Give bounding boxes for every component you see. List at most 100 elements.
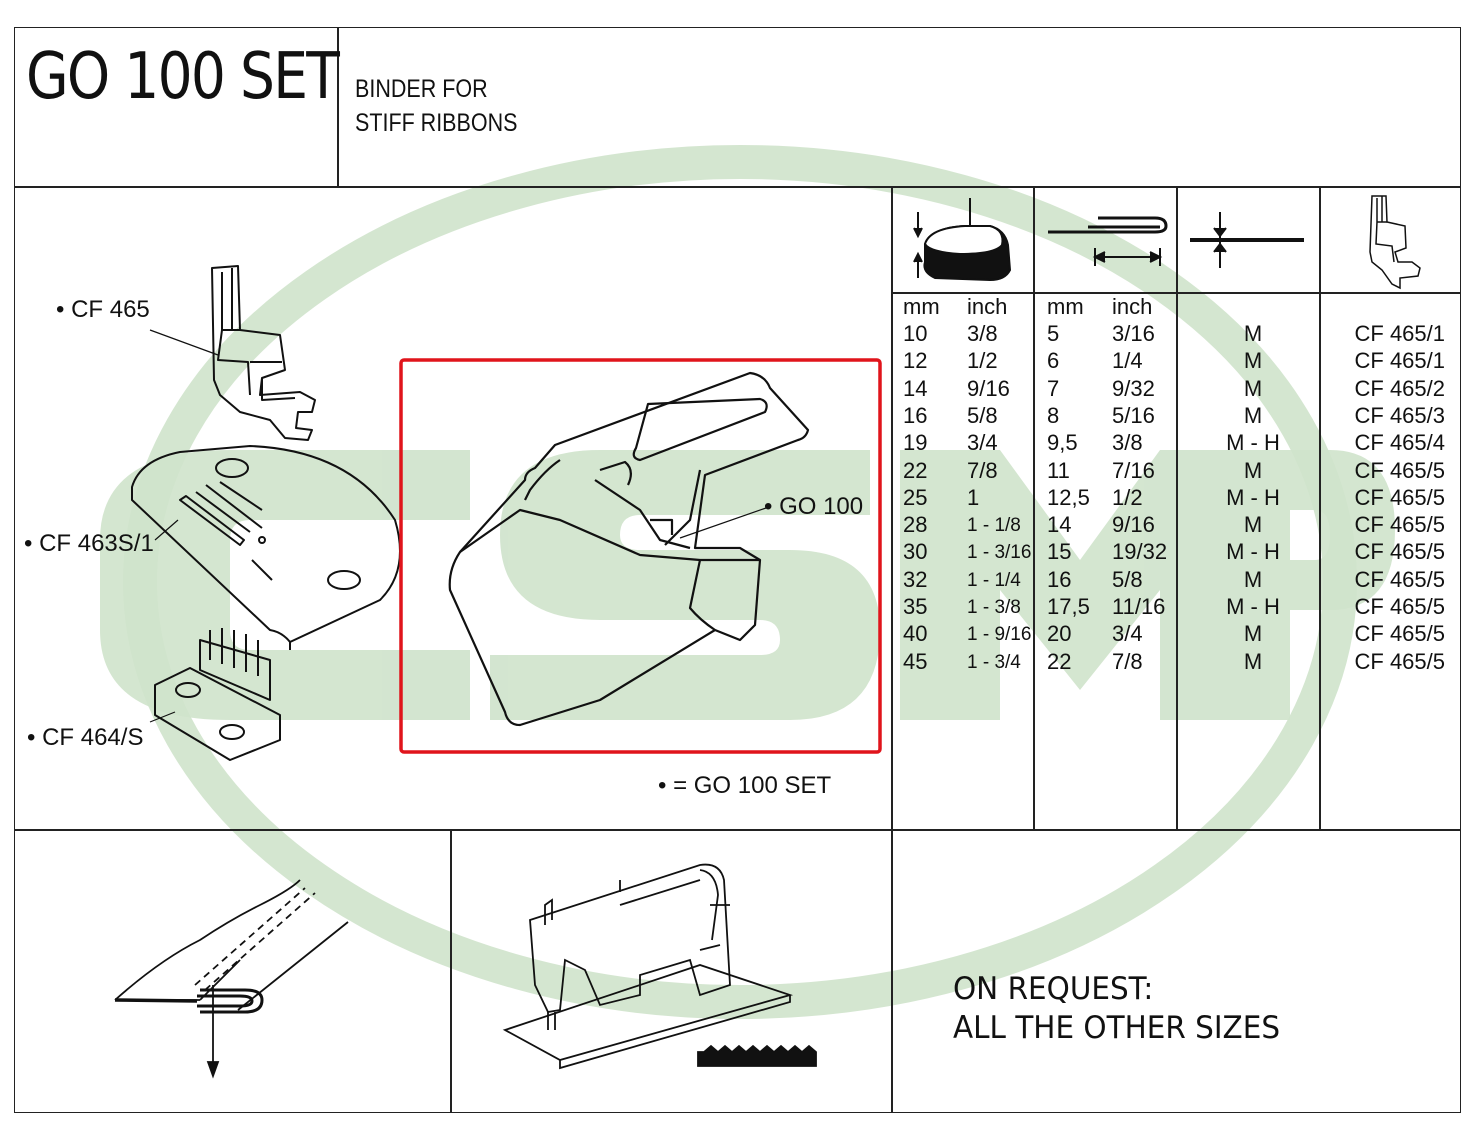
- table-cell-foot: CF 465/5: [1354, 649, 1446, 674]
- header-inch-2: inch: [1112, 294, 1153, 319]
- table-cell-in2: 5/8: [1112, 567, 1143, 592]
- table-cell-mm1: 19: [903, 430, 928, 455]
- subtitle-line-1: BINDER FOR: [355, 75, 488, 103]
- divider-header-vertical: [337, 27, 339, 187]
- table-cell-foot: CF 465/5: [1354, 512, 1446, 537]
- table-cell-mm2: 14: [1047, 512, 1072, 537]
- callout-line-foot: [149, 329, 219, 356]
- table-cell-foot: CF 465/5: [1354, 458, 1446, 483]
- sewing-machine-drawing: [502, 863, 794, 1070]
- on-request-line-2: ALL THE OTHER SIZES: [953, 1010, 1281, 1046]
- table-cell-type: M - H: [1226, 430, 1280, 455]
- table-cell-foot: CF 465/5: [1354, 567, 1446, 592]
- watermark-letter-c: [100, 450, 470, 720]
- table-cell-in2: 5/16: [1112, 403, 1155, 428]
- divider-table-head: [891, 292, 1461, 294]
- table-cell-mm1: 10: [903, 321, 928, 346]
- label-cf463s1: • CF 463S/1: [24, 530, 154, 557]
- table-cell-in2: 7/8: [1112, 649, 1143, 674]
- table-cell-in1: 7/8: [967, 458, 998, 483]
- on-request-note: ON REQUEST: ALL THE OTHER SIZES: [953, 970, 1280, 1048]
- table-cell-mm2: 7: [1047, 376, 1060, 401]
- table-cell-mm1: 16: [903, 403, 928, 428]
- binder-highlight: [399, 358, 882, 754]
- feed-teeth-graphic: [697, 1044, 817, 1067]
- header-mm-2: mm: [1047, 294, 1084, 319]
- ribbon-width-icon: [913, 198, 1012, 282]
- table-cell-in1: 3/4: [967, 430, 998, 455]
- needle-plate-drawing: [131, 445, 401, 650]
- table-cell-in1: 1 - 3/8: [967, 597, 1021, 618]
- table-cell-foot: CF 465/2: [1354, 376, 1446, 401]
- table-cell-mm2: 6: [1047, 348, 1060, 373]
- divider-table-col3: [1176, 186, 1178, 830]
- divider-table-col4: [1319, 186, 1321, 830]
- callout-line-feed: [149, 711, 176, 723]
- table-cell-type: M: [1243, 621, 1263, 646]
- feed-dog-drawing: [154, 628, 281, 761]
- on-request-line-1: ON REQUEST:: [953, 971, 1154, 1007]
- table-cell-foot: CF 465/3: [1354, 403, 1446, 428]
- table-cell-in1: 1 - 3/4: [967, 652, 1021, 673]
- table-cell-foot: CF 465/5: [1354, 621, 1446, 646]
- table-cell-type: M: [1243, 567, 1263, 592]
- table-cell-mm1: 40: [903, 621, 928, 646]
- table-cell-mm2: 15: [1047, 539, 1072, 564]
- presser-foot-drawing: [211, 265, 316, 441]
- table-cell-in1: 9/16: [967, 376, 1010, 401]
- table-cell-mm1: 35: [903, 594, 928, 619]
- table-cell-type: M: [1243, 376, 1263, 401]
- table-cell-in1: 3/8: [967, 321, 998, 346]
- table-cell-mm1: 22: [903, 458, 928, 483]
- table-cell-in1: 5/8: [967, 403, 998, 428]
- table-cell-in2: 3/8: [1112, 430, 1143, 455]
- table-cell-in2: 9/32: [1112, 376, 1155, 401]
- table-cell-in1: 1 - 1/8: [967, 515, 1021, 536]
- divider-table-col2: [1033, 186, 1035, 830]
- table-cell-in1: 1: [967, 485, 980, 510]
- table-cell-mm2: 8: [1047, 403, 1060, 428]
- header-mm-1: mm: [903, 294, 940, 319]
- table-cell-foot: CF 465/5: [1354, 539, 1446, 564]
- table-cell-in1: 1 - 3/16: [967, 542, 1032, 563]
- table-cell-foot: CF 465/1: [1354, 348, 1446, 373]
- table-cell-mm2: 16: [1047, 567, 1072, 592]
- table-cell-in2: 9/16: [1112, 512, 1155, 537]
- table-cell-mm2: 9,5: [1047, 430, 1078, 455]
- table-cell-mm2: 22: [1047, 649, 1072, 674]
- divider-bottom: [14, 829, 1461, 831]
- table-cell-in1: 1 - 1/4: [967, 570, 1021, 591]
- callout-line-binder: [679, 507, 767, 539]
- callout-line-plate: [154, 519, 179, 541]
- material-thickness-icon: [1190, 212, 1304, 268]
- table-cell-in2: 7/16: [1112, 458, 1155, 483]
- divider-header: [14, 186, 1461, 188]
- table-cell-foot: CF 465/4: [1354, 430, 1446, 455]
- legend-set: • = GO 100 SET: [658, 772, 832, 799]
- table-cell-in2: 3/16: [1112, 321, 1155, 346]
- table-cell-foot: CF 465/5: [1354, 594, 1446, 619]
- table-cell-mm1: 32: [903, 567, 928, 592]
- table-cell-foot: CF 465/1: [1354, 321, 1446, 346]
- table-cell-in2: 1/2: [1112, 485, 1143, 510]
- binding-diagram: [114, 879, 349, 1079]
- table-cell-type: M: [1243, 348, 1263, 373]
- presser-foot-icon: [1369, 195, 1421, 290]
- table-cell-mm2: 5: [1047, 321, 1060, 346]
- table-cell-type: M: [1243, 512, 1263, 537]
- divider-bottom-1: [450, 829, 452, 1113]
- sheet-frame: [14, 27, 1461, 1113]
- table-cell-mm1: 12: [903, 348, 928, 373]
- table-cell-mm1: 30: [903, 539, 928, 564]
- table-cell-mm1: 14: [903, 376, 928, 401]
- table-cell-mm1: 45: [903, 649, 928, 674]
- label-cf464s: • CF 464/S: [27, 724, 144, 751]
- divider-table-left: [891, 186, 893, 1113]
- table-cell-in2: 19/32: [1112, 539, 1168, 564]
- watermark-letter-s: [490, 450, 880, 720]
- table-cell-type: M - H: [1226, 485, 1280, 510]
